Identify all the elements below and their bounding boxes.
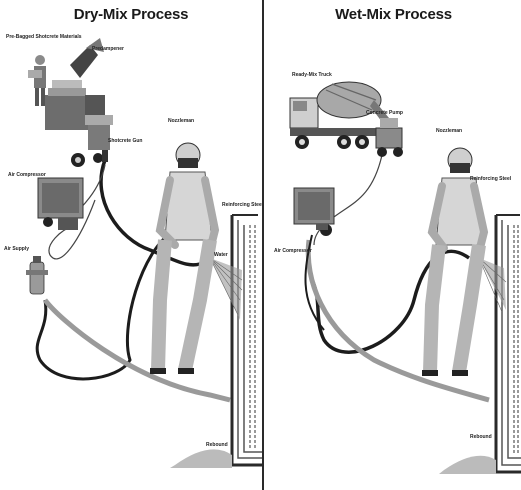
rebound-pile bbox=[170, 449, 232, 468]
dry-mix-illustration bbox=[0, 0, 262, 490]
label-concrete-pump: Concrete Pump bbox=[366, 110, 403, 116]
label-reinforcing-steel: Reinforcing Steel bbox=[470, 176, 511, 182]
rebound-pile bbox=[439, 456, 496, 474]
nozzleman bbox=[422, 148, 484, 376]
dry-mix-panel: Dry-Mix Process bbox=[0, 0, 262, 490]
label-rebound: Rebound bbox=[470, 434, 492, 440]
air-compressor bbox=[38, 178, 83, 230]
label-water: Water bbox=[214, 252, 228, 258]
air-compressor bbox=[294, 188, 334, 236]
wall-and-ground bbox=[232, 215, 262, 465]
label-materials: Pre-Bagged Shotcrete Materials bbox=[6, 34, 82, 40]
nozzleman bbox=[150, 143, 215, 374]
label-predampener: Predampener bbox=[92, 46, 124, 52]
concrete-pump bbox=[376, 118, 403, 157]
reinforcing-steel bbox=[514, 225, 518, 455]
label-reinforcing-steel: Reinforcing Steel bbox=[222, 202, 263, 208]
label-air-compressor: Air Compressor bbox=[274, 248, 312, 254]
label-air-supply: Air Supply bbox=[4, 246, 29, 252]
reinforcing-steel bbox=[250, 225, 255, 450]
water-supply bbox=[26, 256, 48, 294]
wall-and-ground bbox=[496, 215, 521, 472]
label-nozzleman: Nozzleman bbox=[436, 128, 462, 134]
materials-worker bbox=[28, 55, 46, 106]
label-air-compressor: Air Compressor bbox=[8, 172, 46, 178]
label-ready-mix-truck: Ready-Mix Truck bbox=[292, 72, 332, 78]
label-nozzleman: Nozzleman bbox=[168, 118, 194, 124]
label-rebound: Rebound bbox=[206, 442, 228, 448]
label-shotcrete-gun: Shotcrete Gun bbox=[108, 138, 142, 144]
wet-mix-panel: Wet-Mix Process bbox=[262, 0, 521, 490]
